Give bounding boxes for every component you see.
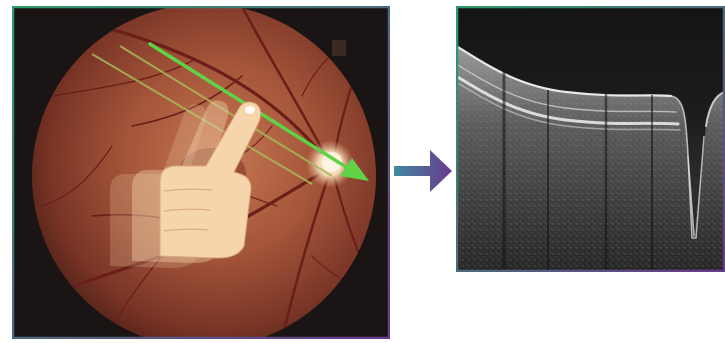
- right-arrow-icon: [392, 146, 454, 196]
- fundus-image: [12, 6, 390, 339]
- fundus-panel: [12, 6, 390, 339]
- oct-panel: [456, 6, 725, 272]
- connector-arrow: [392, 146, 454, 196]
- fundus-notch: [332, 40, 346, 56]
- oct-image: [456, 6, 725, 272]
